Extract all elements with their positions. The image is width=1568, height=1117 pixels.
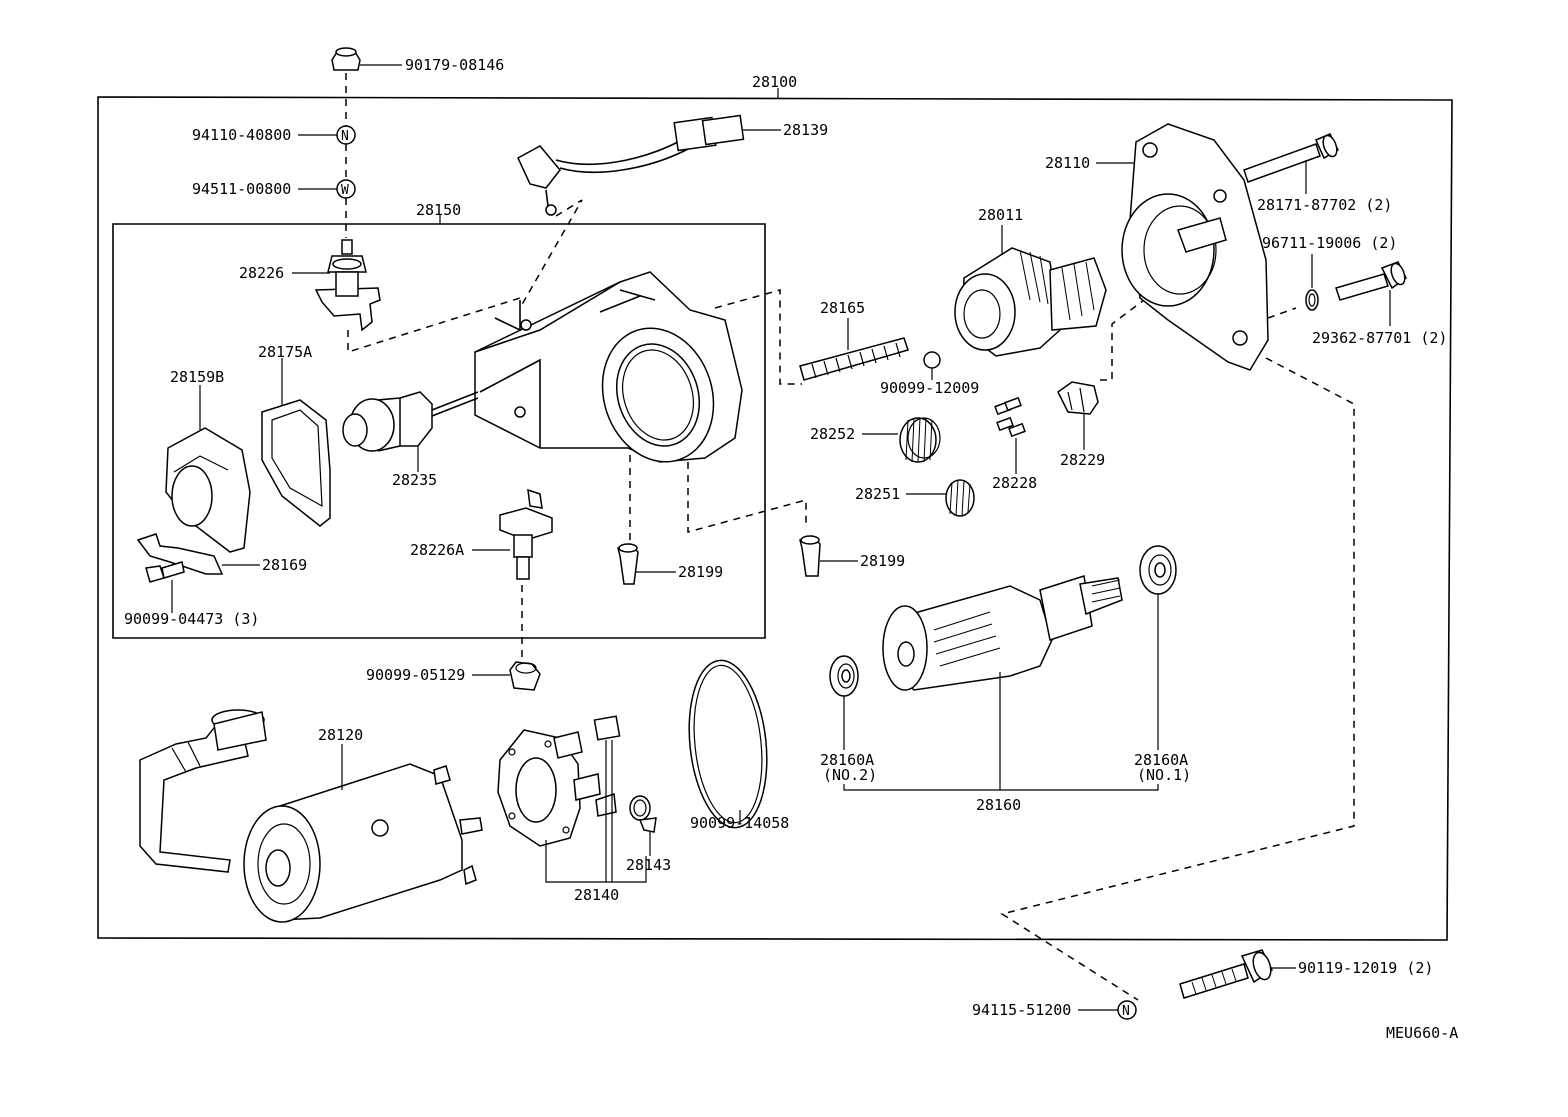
- bearing-28160A-no2: [829, 655, 859, 697]
- nut-90099-05129: [509, 661, 541, 691]
- label-28150: 28150: [416, 201, 461, 219]
- label-28199-inner: 28199: [678, 563, 723, 581]
- yoke-28120: [139, 709, 483, 923]
- label-28199-outer: 28199: [860, 552, 905, 570]
- label-28169: 28169: [262, 556, 307, 574]
- through-bolt-90119: [1179, 949, 1273, 999]
- retainer-28229: [1057, 381, 1099, 415]
- label-90099-14058: 90099-14058: [690, 814, 789, 832]
- clutch-28011: [954, 247, 1107, 357]
- pin-28199-outer: [799, 535, 821, 577]
- plunger-28235: [342, 391, 479, 452]
- label-28228: 28228: [992, 474, 1037, 492]
- label-28235: 28235: [392, 471, 437, 489]
- assembly-frame-28100: [97, 96, 1453, 941]
- label-90119-12019: 90119-12019 (2): [1298, 959, 1433, 977]
- label-94115-51200: 94115-51200: [972, 1001, 1071, 1019]
- label-28139: 28139: [783, 121, 828, 139]
- label-90099-05129: 90099-05129: [366, 666, 465, 684]
- brush-holder-28140: [497, 715, 621, 847]
- label-90179-08146: 90179-08146: [405, 56, 504, 74]
- label-28251: 28251: [855, 485, 900, 503]
- rollers-28228: [994, 396, 1026, 438]
- label-94110-40800: 94110-40800: [192, 126, 291, 144]
- label-96711-19006: 96711-19006 (2): [1262, 234, 1397, 252]
- spring-28143: [629, 795, 657, 833]
- drive-housing-28110: [1121, 123, 1269, 371]
- terminal-bolt-28226: [314, 239, 381, 332]
- nut-marker-bottom-letter: N: [1122, 1004, 1130, 1019]
- label-28100: 28100: [752, 73, 797, 91]
- gasket-28175A: [261, 399, 331, 527]
- starter-housing: [474, 271, 743, 463]
- label-28143: 28143: [626, 856, 671, 874]
- terminal-28226A: [499, 488, 553, 580]
- ball-90099-12009: [923, 351, 941, 369]
- housing-frame-28150: [112, 223, 766, 639]
- label-28011: 28011: [978, 206, 1023, 224]
- label-28140: 28140: [574, 886, 619, 904]
- label-29362-87701: 29362-87701 (2): [1312, 329, 1447, 347]
- cap-nut-90179: [331, 47, 361, 71]
- bracket-28169: [136, 533, 224, 575]
- label-28159B: 28159B: [170, 368, 224, 386]
- armature-28160: [882, 575, 1123, 691]
- label-28226: 28226: [239, 264, 284, 282]
- label-28110: 28110: [1045, 154, 1090, 172]
- gear-28252: [899, 417, 941, 463]
- lead-wire-28139: [517, 114, 745, 216]
- label-28175A: 28175A: [258, 343, 312, 361]
- label-90099-12009: 90099-12009: [880, 379, 979, 397]
- bolt-28171-87702: [1243, 133, 1339, 183]
- diagram-code: MEU660-A: [1386, 1024, 1458, 1042]
- cover-28159B: [165, 427, 251, 553]
- label-28160A-no2-sub: (NO.2): [823, 766, 877, 784]
- label-94511-00800: 94511-00800: [192, 180, 291, 198]
- label-28165: 28165: [820, 299, 865, 317]
- bearing-28160A-no1: [1139, 545, 1177, 595]
- label-28226A: 28226A: [410, 541, 464, 559]
- label-28120: 28120: [318, 726, 363, 744]
- nut-marker-letter: N: [341, 129, 349, 144]
- label-28252: 28252: [810, 425, 855, 443]
- oring-90099-14058: [688, 659, 768, 829]
- pin-28199-inner: [617, 543, 639, 585]
- washer-marker-letter: W: [341, 183, 349, 198]
- label-28160A-no1-sub: (NO.1): [1137, 766, 1191, 784]
- screw-90099-04473: [145, 561, 185, 583]
- label-28160: 28160: [976, 796, 1021, 814]
- washer-96711-19006: [1305, 289, 1319, 311]
- label-28160A-no2: 28160A: [820, 751, 874, 769]
- label-28229: 28229: [1060, 451, 1105, 469]
- gear-28251: [945, 479, 975, 517]
- spring-28165: [799, 337, 909, 381]
- label-90099-04473: 90099-04473 (3): [124, 610, 259, 628]
- label-28171-87702: 28171-87702 (2): [1257, 196, 1392, 214]
- label-28160A-no1: 28160A: [1134, 751, 1188, 769]
- bolt-29362-87701: [1335, 261, 1407, 301]
